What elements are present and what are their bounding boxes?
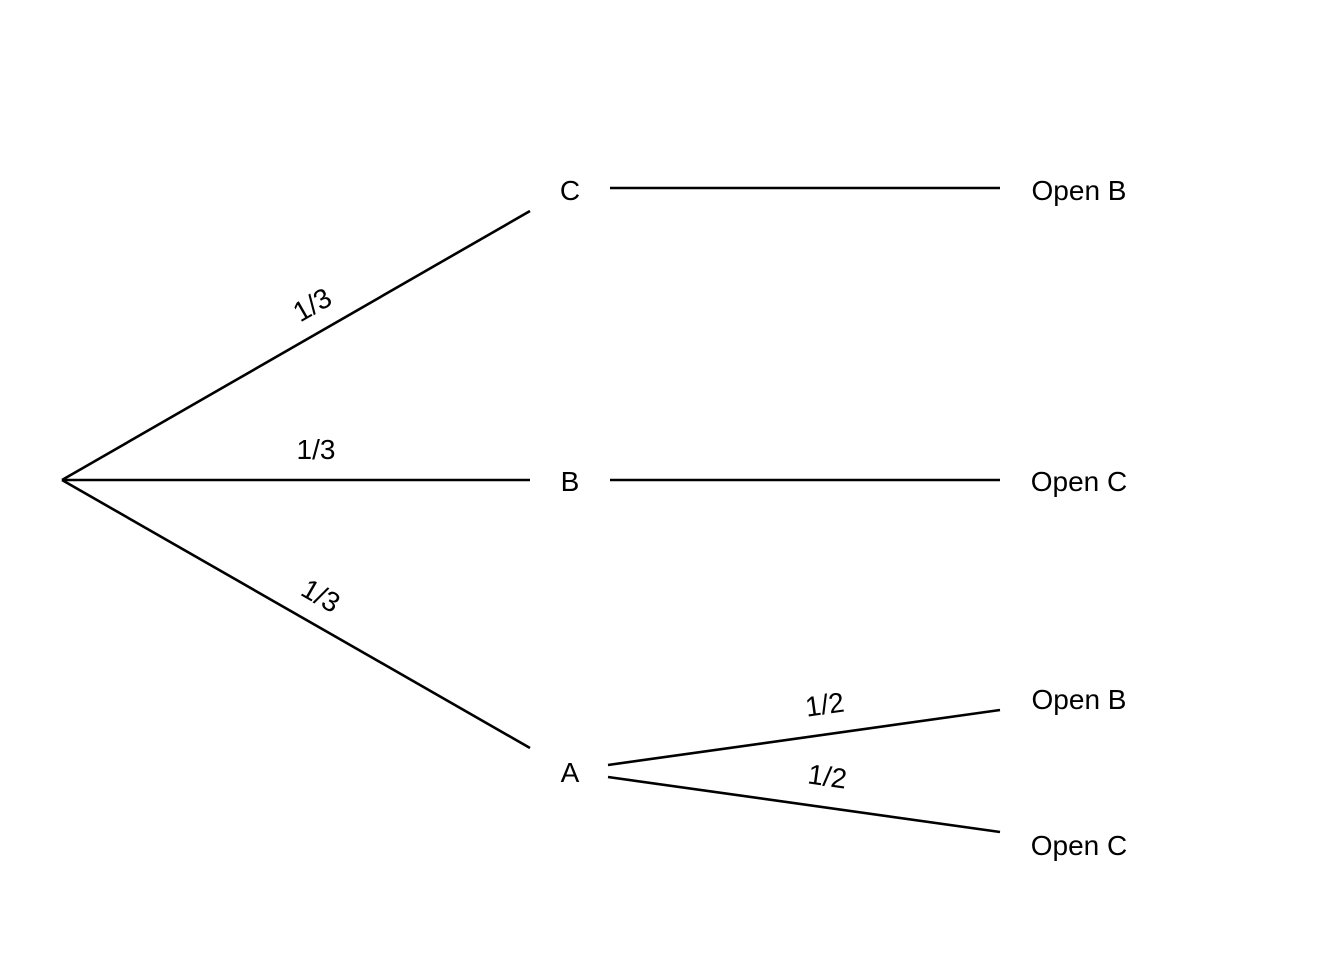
outcome-label-c-open-b: Open B [1032,175,1127,206]
node-label-a: A [561,757,580,788]
edge-root-to-a [61,478,531,750]
node-label-b: B [561,466,580,497]
outcome-label-b-open-c: Open C [1031,466,1128,497]
edge-a-to-open-c [607,775,1001,834]
prob-label-root-to-b: 1/3 [297,434,336,465]
prob-label-root-to-c: 1/3 [288,282,337,328]
prob-label-a-to-open-b: 1/2 [803,687,846,723]
outcome-label-a-open-b: Open B [1032,684,1127,715]
node-label-c: C [560,175,580,206]
outcome-label-a-open-c: Open C [1031,830,1128,861]
prob-label-root-to-a: 1/3 [296,573,345,619]
prob-label-a-to-open-c: 1/2 [806,759,849,795]
edge-a-to-open-b [607,708,1001,767]
edge-root-to-c [61,209,531,482]
